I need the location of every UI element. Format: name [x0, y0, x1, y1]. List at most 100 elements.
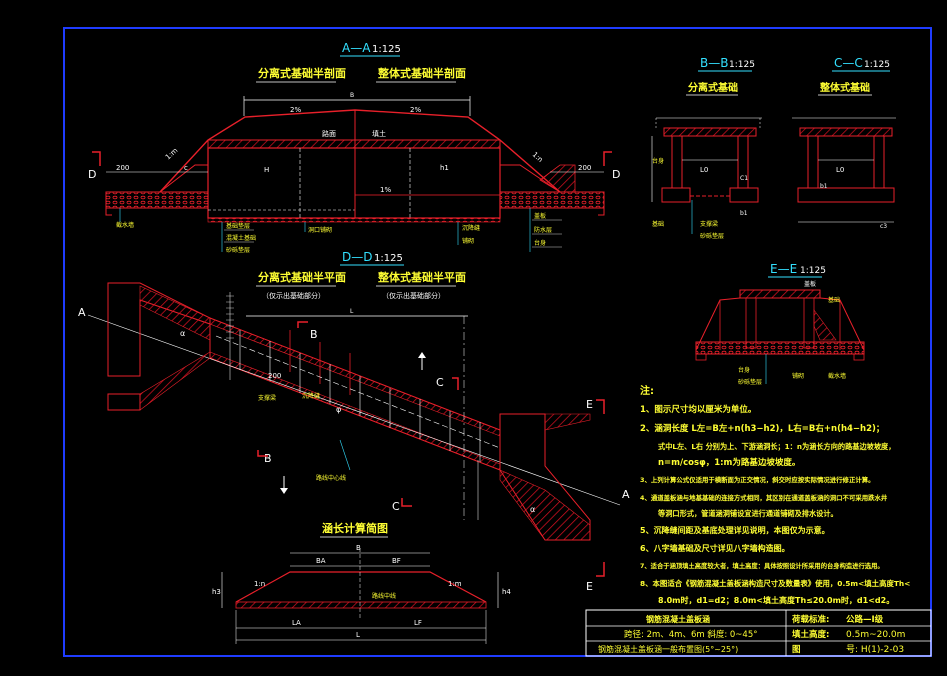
bb-sub: 分离式基础	[688, 81, 738, 94]
aa-leaders: 截水墙 基础垫层 混凝土基础 砂砾垫层 洞口铺砌 沉降缝 铺砌 盖板 防水层 台…	[116, 208, 562, 254]
bb-note-beam: 支撑梁	[700, 220, 718, 228]
dd-dim-l: L	[350, 308, 354, 315]
bb-title: B—B	[700, 56, 728, 70]
tb-row1-right-label: 荷载标准:	[791, 614, 829, 625]
calc-b: B	[356, 544, 361, 552]
cc-c3: c3	[880, 223, 887, 230]
aa-leader-1: 基础垫层	[226, 222, 250, 230]
aa-dim-200-right: 200	[578, 164, 591, 172]
tb-row1-left: 钢筋混凝土盖板涵	[646, 614, 710, 624]
ee-label-cutoff: 截水墙	[828, 372, 846, 380]
ee-label-gravel: 砂砾垫层	[738, 378, 762, 386]
dd-c-mark-top: C	[436, 376, 444, 389]
note-4: 4、通道盖板涵与地基基础的连接方式相同，其区别在通道盖板涵的洞口不可采用跌水井	[640, 493, 888, 502]
aa-slope: 2%	[290, 106, 301, 114]
aa-slope-left-label: 1:m	[164, 146, 180, 161]
dd-phi: φ	[336, 405, 341, 414]
aa-dim-c: c	[184, 164, 188, 172]
dd-b-mark-top: B	[310, 328, 318, 341]
aa-leader-8: 防水层	[534, 226, 552, 234]
bb-b1: b1	[740, 210, 748, 217]
aa-fill-label: 填土	[372, 129, 386, 138]
notes-heading: 注:	[640, 384, 654, 397]
ee-label-slab: 盖板	[804, 280, 816, 288]
note-2: 2、涵洞长度 L左=B左+n(h3−h2)，L右=B右+n(h4−h2)；	[640, 423, 884, 434]
section-dd: D—D 1:125 分离式基础半平面 整体式基础半平面 （仅示出基础部分） （仅…	[78, 250, 630, 593]
calc-lf: LF	[414, 619, 422, 627]
note-8b: 8.0m时，d1=d2；8.0m<填土高度Th≤20.0m时，d1<d2。	[658, 595, 894, 606]
dd-title: D—D	[342, 250, 372, 264]
aa-d-mark-right: D	[612, 168, 620, 181]
bb-l0: L0	[700, 166, 708, 174]
note-3: 3、上列计算公式仅适用于横断面为正交情况，斜交时应按实际情况进行修正计算。	[640, 475, 875, 484]
title-block: 钢筋混凝土盖板涵 跨径: 2m、4m、6m 斜度: 0~45° 钢筋混凝土盖板涵…	[585, 609, 932, 657]
section-cc: C—C 1:125 整体式基础 L0 c3 b1	[792, 56, 896, 230]
note-2b: 式中L左、L右 分别为上、下游涵洞长；1：n为涵长方向的路基边坡坡度，	[658, 442, 895, 451]
cc-title: C—C	[834, 56, 863, 70]
aa-leader-5: 沉降缝	[462, 224, 480, 232]
tb-row2-right-value: 0.5m~20.0m	[846, 630, 905, 640]
calc-bf: BF	[392, 557, 401, 565]
bb-c1: C1	[740, 175, 748, 182]
aa-leader-0: 截水墙	[116, 221, 134, 229]
dd-right-title: 整体式基础半平面	[377, 270, 466, 284]
bb-note-base: 基础	[652, 220, 664, 228]
dd-alpha-left: α	[180, 329, 185, 338]
aa-dim-200-left: 200	[116, 164, 129, 172]
dd-joint: 沉降缝	[302, 392, 320, 400]
dd-alpha-right: α	[530, 505, 535, 514]
bb-scale: 1:125	[729, 60, 755, 70]
dd-scale: 1:125	[374, 253, 403, 264]
note-1: 1、图示尺寸均以厘米为单位。	[640, 404, 756, 415]
aa-d-mark-left: D	[88, 168, 96, 181]
aa-leader-7: 盖板	[534, 212, 546, 220]
calc-n: 1:n	[254, 580, 265, 588]
tb-row1-right-value: 公路—Ⅰ级	[846, 614, 884, 625]
dd-b-mark-bottom: B	[264, 452, 272, 465]
aa-right-title: 整体式基础半剖面	[377, 66, 466, 80]
bb-note-gravel: 砂砾垫层	[700, 232, 724, 240]
calc-h4: h4	[502, 588, 511, 596]
tb-row3-right-label: 图	[792, 645, 801, 655]
calc-h3: h3	[212, 588, 221, 596]
aa-title: A—A	[342, 41, 371, 55]
section-bb: B—B 1:125 分离式基础 L0 C1 b1 台身 基础 支撑梁 砂砾垫层	[651, 56, 762, 240]
dd-200: 200	[268, 372, 281, 380]
calc-ba: BA	[316, 557, 326, 565]
aa-leader-3: 砂砾垫层	[226, 246, 250, 254]
dd-a-mark-right: A	[622, 488, 630, 501]
note-2c: n=m/cosφ，1:m为路基边坡坡度。	[658, 457, 800, 468]
aa-leader-6: 铺砌	[462, 237, 474, 245]
aa-leader-4: 洞口铺砌	[308, 226, 332, 234]
note-8: 8、本图适合《钢筋混凝土盖板涵构造尺寸及数量表》使用，0.5m<填土高度Th<	[640, 579, 910, 588]
dd-e-mark-bottom: E	[586, 580, 593, 593]
note-6: 6、八字墙基础及尺寸详见八字墙构造图。	[640, 543, 790, 553]
dd-left-sub: （仅示出基础部分）	[262, 291, 325, 300]
tb-row3-left: 钢筋混凝土盖板涵一般布置图(5°~25°)	[598, 644, 738, 654]
aa-leader-2: 混凝土基础	[226, 234, 256, 242]
aa-pct-label: 1%	[380, 186, 391, 194]
note-7: 7、适合于涵顶填土高度较大者，填土高度：具体按照设计所采用的台身构造进行选用。	[640, 561, 884, 570]
dd-right-sub: （仅示出基础部分）	[382, 291, 445, 300]
calc-title: 涵长计算简图	[322, 521, 388, 535]
aa-left-title: 分离式基础半剖面	[258, 66, 346, 80]
ee-label-base: 基础	[828, 296, 840, 304]
dd-e-mark-top: E	[586, 398, 593, 411]
ee-title: E—E	[770, 262, 797, 276]
aa-scale: 1:125	[372, 44, 401, 55]
calc-m: 1:m	[448, 580, 462, 588]
tb-row2-right-label: 填土高度:	[792, 629, 829, 640]
ee-label-pave: 铺砌	[792, 372, 804, 380]
dd-c-mark-bottom: C	[392, 500, 400, 513]
calc-l: L	[356, 631, 360, 639]
section-aa: A—A 1:125 分离式基础半剖面 整体式基础半剖面 B 2% 2% 1:m …	[88, 41, 620, 254]
bb-note-platform: 台身	[652, 157, 664, 165]
section-ee: E—E 1:125 盖板 基础 台身 砂砾垫层 铺砌 截水墙	[695, 262, 865, 386]
aa-slope-right-label: 1:n	[531, 151, 545, 164]
notes-block: 注: 1、图示尺寸均以厘米为单位。 2、涵洞长度 L左=B左+n(h3−h2)，…	[640, 384, 910, 606]
aa-pavement-label: 路面	[322, 129, 336, 138]
aa-h1-label: h1	[440, 164, 449, 172]
aa-slope-right: 2%	[410, 106, 421, 114]
ee-label-platform: 台身	[738, 366, 750, 374]
